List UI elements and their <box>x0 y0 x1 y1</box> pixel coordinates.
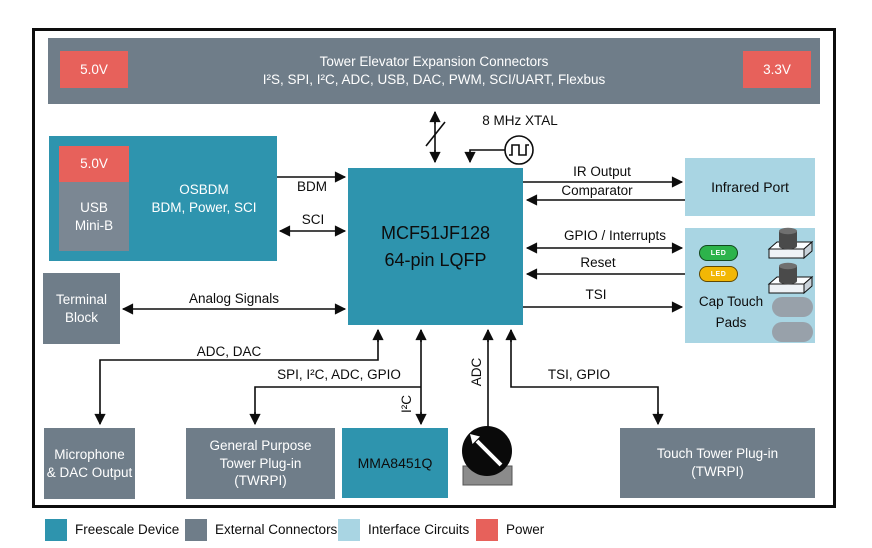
legend-swatch-external <box>185 518 207 541</box>
cap-touch-label: Cap Touch Pads <box>698 294 764 330</box>
label-xtal: 8 MHz XTAL <box>482 113 558 128</box>
label-bdm: BDM <box>297 179 327 194</box>
label-sci: SCI <box>301 212 325 227</box>
yellow-led: LED <box>699 266 738 282</box>
tower-elevator-subtitle: I²S, SPI, I²C, ADC, USB, DAC, PWM, SCI/U… <box>262 72 606 87</box>
legend-swatch-power <box>476 518 498 541</box>
legend-swatch-freescale <box>45 518 67 541</box>
osbdm-label: OSBDM BDM, Power, SCI <box>134 176 274 222</box>
label-reset: Reset <box>580 255 616 270</box>
legend-label-freescale: Freescale Device <box>75 522 180 537</box>
legend-label-interface: Interface Circuits <box>368 522 470 537</box>
osbdm-title: OSBDM <box>179 182 229 198</box>
microphone-dac-block: Microphone & DAC Output <box>44 428 135 499</box>
tower-elevator-title: Tower Elevator Expansion Connectors <box>319 54 549 70</box>
label-analog-signals: Analog Signals <box>188 291 280 306</box>
label-adc-vertical: ADC <box>469 357 484 387</box>
legend-interface-circuits: Interface Circuits <box>338 518 469 541</box>
label-comparator: Comparator <box>561 183 633 198</box>
mcu-block: MCF51JF128 64-pin LQFP <box>348 168 523 325</box>
tower-elevator-bar: Tower Elevator Expansion Connectors I²S,… <box>48 38 820 104</box>
legend-label-external: External Connectors <box>215 522 338 537</box>
label-gpio-interrupts: GPIO / Interrupts <box>563 228 667 243</box>
touch-twrpi-block: Touch Tower Plug-in (TWRPI) <box>620 428 815 498</box>
legend-freescale-device: Freescale Device <box>45 518 179 541</box>
power-5v-top-block: 5.0V <box>60 51 128 88</box>
power-5v-osbdm-block: 5.0V <box>59 146 129 182</box>
label-ir-output: IR Output <box>573 164 631 179</box>
gp-twrpi-block: General Purpose Tower Plug-in (TWRPI) <box>186 428 335 499</box>
label-tsi-gpio: TSI, GPIO <box>547 367 611 382</box>
label-tsi: TSI <box>585 287 607 302</box>
legend-power: Power <box>476 518 544 541</box>
infrared-port-block: Infrared Port <box>685 158 815 216</box>
legend-swatch-interface <box>338 518 360 541</box>
usb-mini-b-connector: USB Mini-B <box>59 182 129 251</box>
green-led: LED <box>699 245 738 261</box>
legend-label-power: Power <box>506 522 545 537</box>
label-i2c-vertical: I²C <box>399 395 414 413</box>
osbdm-subtitle: BDM, Power, SCI <box>151 200 257 215</box>
mma8451q-block: MMA8451Q <box>342 428 448 498</box>
legend-external-connectors: External Connectors <box>185 518 337 541</box>
terminal-block: Terminal Block <box>43 273 120 344</box>
label-spi-bus: SPI, I²C, ADC, GPIO <box>277 367 401 382</box>
power-3v3-block: 3.3V <box>743 51 811 88</box>
label-adc-dac: ADC, DAC <box>196 344 262 359</box>
